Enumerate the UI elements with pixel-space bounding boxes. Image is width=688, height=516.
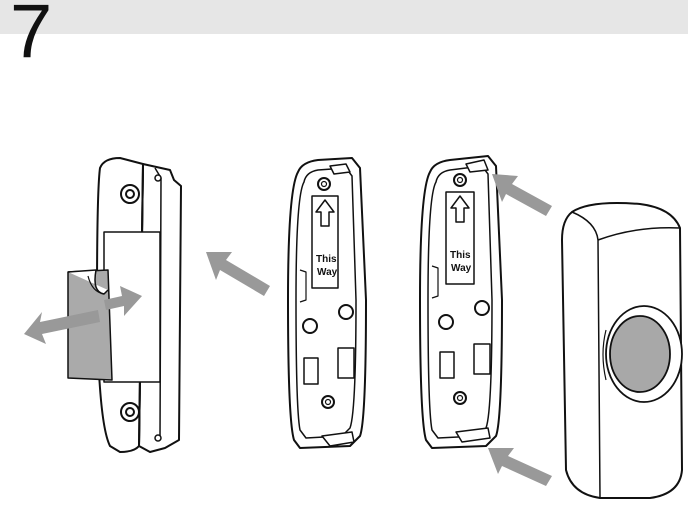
- this-way-label-line2: Way: [317, 267, 338, 278]
- arrow-clip-bottom: [488, 448, 552, 486]
- bell-push-button: [562, 203, 682, 498]
- this-way-label-line2: Way: [451, 263, 472, 274]
- arrow-clip-top: [492, 174, 552, 216]
- arrow-align-plate: [206, 252, 270, 296]
- this-way-label-line1: This: [316, 254, 337, 265]
- this-way-label-line1: This: [450, 250, 471, 261]
